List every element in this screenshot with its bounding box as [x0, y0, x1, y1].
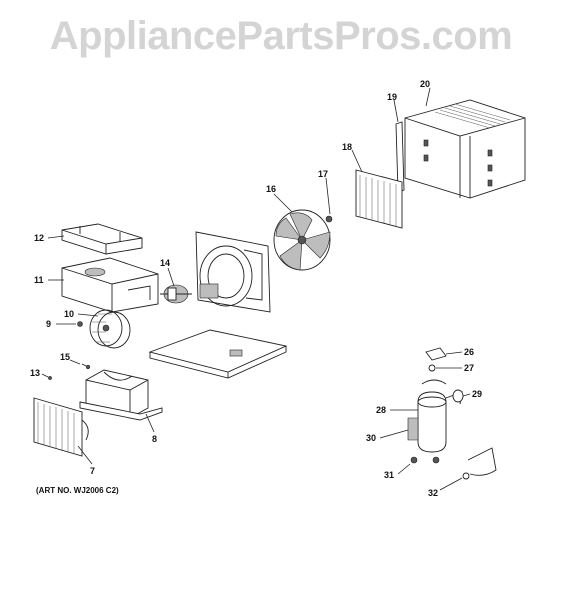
callout-13: 13: [30, 368, 40, 378]
callout-labels: 20 19 18 17 16 14 12 11 10 9 15 13 8 7 2…: [30, 79, 482, 498]
callout-18: 18: [342, 142, 352, 152]
part-32-tubing[interactable]: [462, 447, 497, 480]
callout-26: 26: [464, 347, 474, 357]
callout-16: 16: [266, 184, 276, 194]
callout-30: 30: [366, 433, 376, 443]
callout-31: 31: [384, 470, 394, 480]
callout-32: 32: [428, 488, 438, 498]
part-16-fan-blade[interactable]: [273, 209, 331, 271]
part-20-cabinet[interactable]: [404, 99, 526, 199]
callout-28: 28: [376, 405, 386, 415]
part-29-overload[interactable]: [452, 389, 464, 403]
part-8-control-housing[interactable]: [79, 369, 163, 421]
part-10-blower-wheel[interactable]: [89, 309, 131, 349]
callout-8: 8: [152, 434, 157, 444]
part-11-scroll-housing[interactable]: [61, 257, 159, 313]
part-27-grommet[interactable]: [428, 364, 436, 372]
callout-15: 15: [60, 352, 70, 362]
callout-29: 29: [472, 389, 482, 399]
part-17-nut[interactable]: [325, 215, 333, 223]
part-15-screw[interactable]: [81, 363, 91, 370]
callout-11: 11: [34, 275, 44, 285]
leader-lines: [41, 87, 471, 491]
part-12-top-duct[interactable]: [61, 223, 143, 255]
part-9-nut[interactable]: [77, 321, 83, 327]
fan-orifice-bulkhead[interactable]: [195, 231, 271, 313]
callout-7: 7: [90, 466, 95, 476]
callout-19: 19: [387, 92, 397, 102]
part-26-relay[interactable]: [425, 347, 447, 361]
callout-20: 20: [420, 79, 430, 89]
callout-14: 14: [160, 258, 170, 268]
part-14-fan-motor[interactable]: [160, 284, 192, 304]
callout-17: 17: [318, 169, 328, 179]
part-19-side-strip[interactable]: [395, 121, 405, 193]
part-7-evaporator-coil[interactable]: [33, 397, 89, 457]
part-18-condenser-coil[interactable]: [355, 169, 403, 229]
callout-9: 9: [46, 319, 51, 329]
part-28-compressor[interactable]: [407, 379, 463, 464]
callout-27: 27: [464, 363, 474, 373]
callout-10: 10: [64, 309, 74, 319]
art-number: (ART NO. WJ2006 C2): [36, 486, 119, 495]
base-pan[interactable]: [148, 329, 288, 379]
callout-12: 12: [34, 233, 44, 243]
watermark-logo: AppliancePartsPros.com: [49, 14, 513, 58]
part-13-screw[interactable]: [48, 376, 52, 380]
